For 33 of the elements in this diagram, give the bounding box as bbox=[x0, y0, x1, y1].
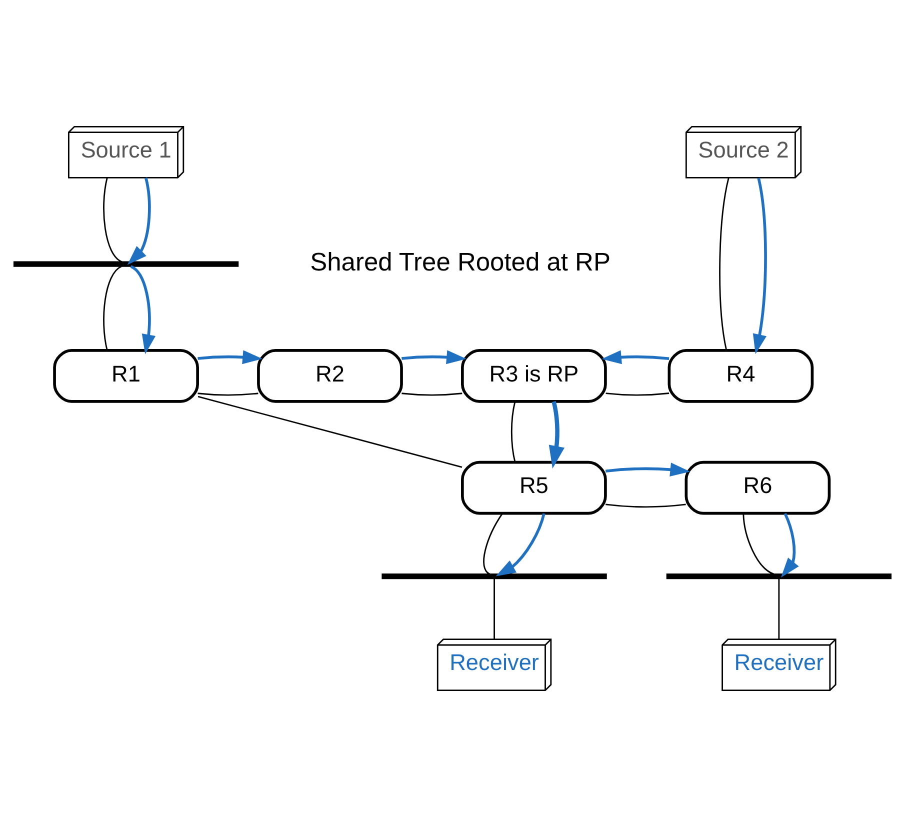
connector bbox=[103, 265, 122, 350]
arrow bbox=[127, 176, 151, 264]
node-bar bbox=[13, 260, 239, 266]
arrow bbox=[548, 400, 565, 468]
node-box: R3 is RP bbox=[461, 348, 607, 402]
connector bbox=[103, 177, 122, 262]
connector bbox=[402, 392, 462, 396]
arrow bbox=[496, 512, 546, 576]
arrow bbox=[198, 350, 262, 364]
arrow bbox=[602, 350, 670, 364]
connector bbox=[483, 512, 503, 574]
node-box: R2 bbox=[257, 348, 403, 402]
connector bbox=[778, 578, 780, 639]
arrow bbox=[402, 350, 466, 364]
node-box: R1 bbox=[53, 348, 199, 402]
arrow bbox=[752, 177, 767, 354]
connector bbox=[719, 177, 730, 350]
connector bbox=[198, 392, 258, 396]
node-bar bbox=[666, 573, 892, 579]
node-box: R5 bbox=[461, 460, 607, 514]
connector bbox=[494, 578, 495, 639]
connector bbox=[198, 395, 462, 468]
connector bbox=[606, 392, 670, 396]
node-box: R4 bbox=[668, 348, 814, 402]
node-bar bbox=[382, 573, 607, 579]
connector bbox=[742, 513, 774, 574]
connector bbox=[510, 400, 516, 462]
label: Shared Tree Rooted at RP bbox=[310, 248, 610, 276]
arrow bbox=[130, 264, 156, 354]
arrow bbox=[605, 462, 690, 476]
arrow bbox=[780, 512, 799, 577]
node-box: R6 bbox=[684, 460, 831, 514]
connector bbox=[606, 503, 686, 508]
